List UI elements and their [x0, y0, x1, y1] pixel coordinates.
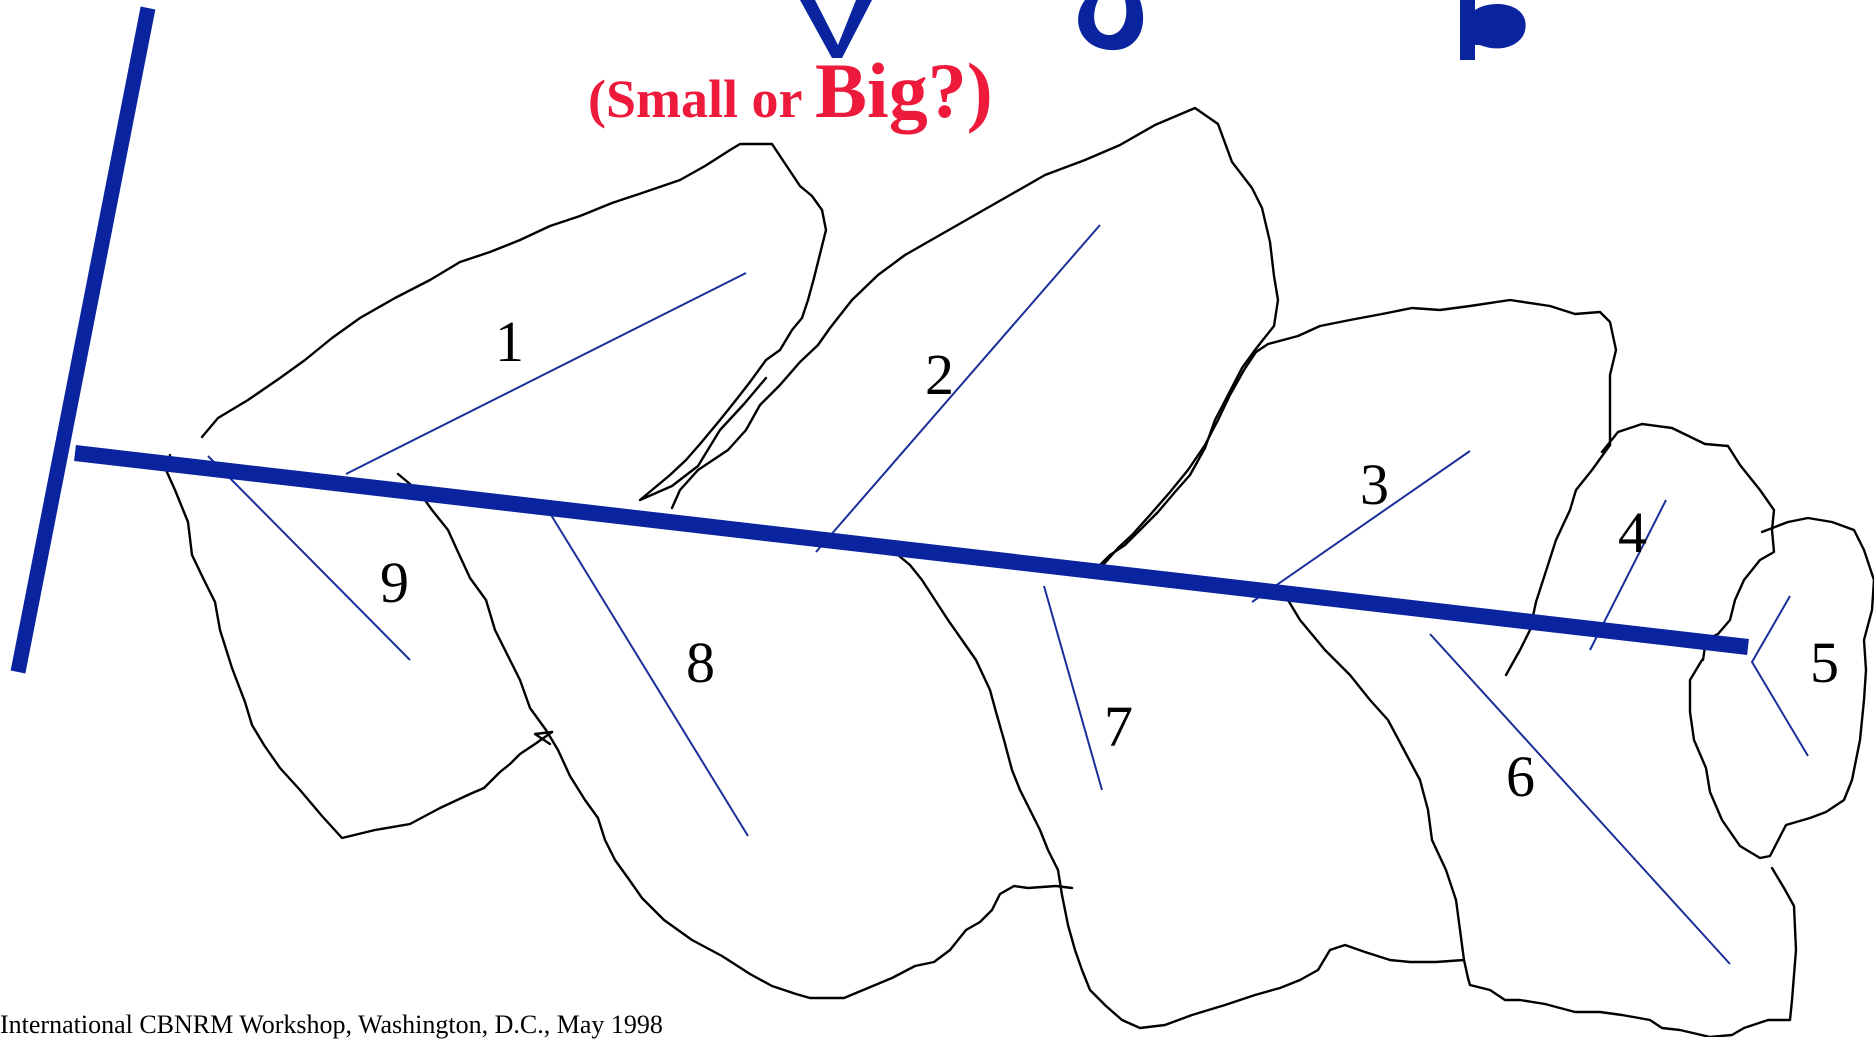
leaf-label-7: 7	[1104, 694, 1133, 759]
footer-text: International CBNRM Workshop, Washington…	[0, 1010, 663, 1039]
leaf-label-4: 4	[1618, 500, 1647, 565]
main-stem	[74, 445, 1749, 655]
leaf-label-2: 2	[925, 342, 954, 407]
leaf-labels: 1 2 3 4 5 6 7 8 9	[380, 309, 1839, 809]
leaf-label-9: 9	[380, 550, 409, 615]
leaf-outline-5	[1688, 516, 1874, 860]
leaf-label-1: 1	[495, 309, 524, 374]
leaf-outline-3	[1254, 298, 1618, 447]
vertical-axis	[10, 6, 156, 674]
leaf-outline-2-inner	[1095, 350, 1258, 574]
leaf-outline-6	[1278, 443, 1798, 1037]
leaf-outlines	[164, 106, 1874, 1037]
leaf-outline-8	[396, 472, 1074, 1000]
vein-5	[1750, 595, 1809, 757]
cropped-title-glyph	[800, 0, 872, 58]
leaf-label-6: 6	[1506, 744, 1535, 809]
leaf-veins	[207, 224, 1809, 965]
cropped-title-fragments	[800, 0, 1526, 60]
leaf-outline-2	[670, 106, 1280, 570]
vein-9	[207, 455, 411, 661]
subtitle-emphasis: Big?)	[815, 47, 993, 134]
vein-7	[1043, 585, 1103, 791]
leaf-label-8: 8	[686, 630, 715, 695]
leaf-outline-8-connector	[533, 730, 554, 746]
leaf-outline-9	[164, 453, 554, 840]
subtitle-prefix: (Small or	[588, 69, 815, 129]
leaf-outline-4	[1600, 422, 1776, 662]
leaf-outline-1	[200, 142, 828, 502]
leaf-label-5: 5	[1810, 630, 1839, 695]
vein-8	[547, 509, 749, 837]
vein-2	[815, 224, 1101, 553]
cropped-title-glyph	[1078, 0, 1144, 51]
leaf-outline-7	[878, 548, 1466, 1030]
cropped-title-glyph	[1460, 0, 1526, 60]
subtitle: (Small or Big?)	[588, 47, 993, 134]
vein-1	[345, 272, 747, 475]
vein-3	[1251, 450, 1471, 603]
vein-6	[1429, 633, 1731, 965]
leaf-label-3: 3	[1360, 452, 1389, 517]
